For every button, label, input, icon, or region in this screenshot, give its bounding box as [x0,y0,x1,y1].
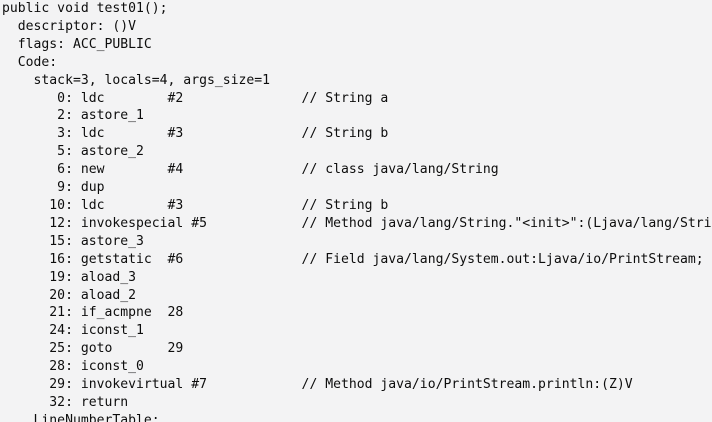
bytecode-disassembly-text: public void test01(); descriptor: ()V fl… [2,1,712,422]
console-output: public void test01(); descriptor: ()V fl… [2,1,712,422]
